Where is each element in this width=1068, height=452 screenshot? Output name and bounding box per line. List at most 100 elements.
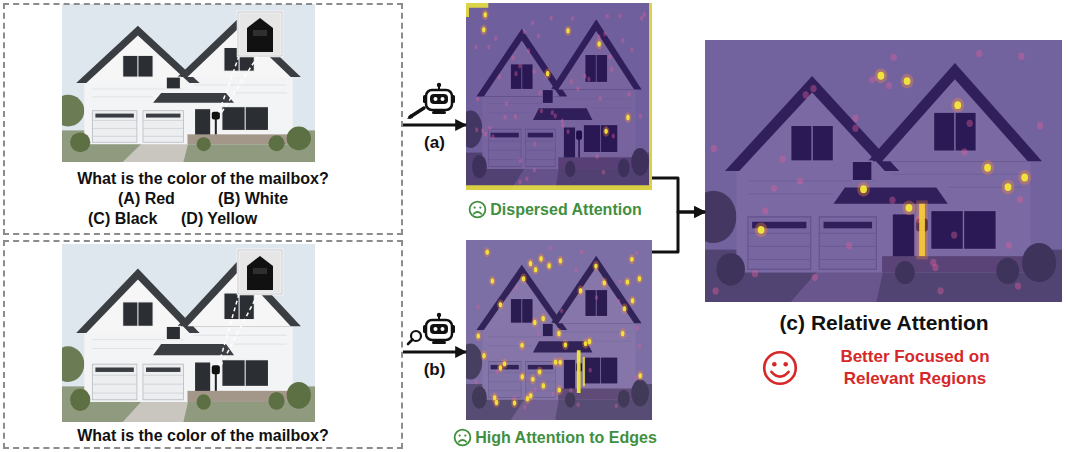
attention-dot xyxy=(533,142,536,147)
magnifier-icon-part xyxy=(408,340,413,345)
attention-dot xyxy=(630,257,634,262)
attention-dot xyxy=(499,365,503,370)
face-outline xyxy=(764,352,796,384)
attention-dot xyxy=(549,246,552,251)
attention-glow xyxy=(951,98,964,113)
attention-dot xyxy=(487,44,490,49)
attention-dot xyxy=(491,134,494,139)
attention-dot xyxy=(589,368,592,373)
mailbox-zoom-part xyxy=(218,294,239,367)
attention-dot xyxy=(852,115,858,122)
attention-heatmap xyxy=(459,240,652,420)
attention-dot xyxy=(604,129,608,135)
mailbox-zoom-part xyxy=(253,30,267,36)
attention-glow xyxy=(565,25,572,36)
attention-dot xyxy=(602,280,606,285)
attention-glow xyxy=(536,367,543,377)
attention-dot xyxy=(557,331,561,336)
face-mouth xyxy=(459,440,467,442)
option-text: (B) White xyxy=(218,189,288,208)
attention-dot xyxy=(514,71,517,76)
attention-glow xyxy=(596,39,603,50)
attention-glow xyxy=(540,313,547,323)
attention-dot xyxy=(615,403,618,408)
attention-dot xyxy=(608,54,611,59)
attention-dot xyxy=(523,404,526,409)
attention-dot xyxy=(515,286,518,291)
attention-dot xyxy=(474,380,477,385)
step-label: (b) xyxy=(422,360,448,380)
attention-map: (c) Relative AttentionBetter Focused on … xyxy=(705,40,1062,302)
attention-dot xyxy=(623,306,627,311)
attention-glow xyxy=(519,372,526,382)
attention-map: High Attention to Edges xyxy=(466,240,652,420)
attention-heatmap-part xyxy=(916,200,927,259)
face-eye xyxy=(464,435,466,437)
attention-dot xyxy=(627,91,630,96)
attention-dot xyxy=(626,279,630,284)
attention-dot xyxy=(529,393,533,398)
mailbox-zoom-part xyxy=(238,250,282,294)
attention-dot xyxy=(610,67,613,72)
attention-dot xyxy=(484,132,487,137)
attention-dot xyxy=(531,377,535,382)
flow-arrow xyxy=(652,178,705,212)
mailbox-zoom-part xyxy=(238,12,282,56)
attention-dot xyxy=(606,14,609,19)
attention-dot xyxy=(474,45,477,50)
attention-dot xyxy=(499,302,503,307)
attention-dot xyxy=(758,226,765,234)
attention-dot xyxy=(483,12,487,18)
attention-glow xyxy=(481,351,488,361)
attention-dot xyxy=(523,29,526,34)
attention-dot xyxy=(891,54,897,61)
attention-dot xyxy=(561,123,564,128)
question-panel: What is the color of the mailbox?(A) Red… xyxy=(3,3,403,235)
attention-dot xyxy=(526,396,530,401)
attention-dot xyxy=(595,295,598,300)
attention-dot xyxy=(617,299,620,304)
attention-glow xyxy=(480,24,487,35)
attention-dot xyxy=(495,370,498,375)
attention-glow xyxy=(601,278,608,288)
face-outline xyxy=(470,202,486,218)
mailbox-zoom-part xyxy=(238,250,282,294)
attention-glow xyxy=(621,304,628,314)
attention-heatmap xyxy=(691,40,1062,302)
attention-dot xyxy=(638,373,642,378)
attention-dot xyxy=(520,343,524,348)
caption-title: (c) Relative Attention xyxy=(779,310,988,335)
attention-glow xyxy=(519,340,526,350)
question-panel: What is the color of the mailbox? xyxy=(3,240,403,449)
option-text: (C) Black xyxy=(88,209,157,228)
attention-dot xyxy=(476,97,479,102)
attention-dot xyxy=(580,250,583,255)
attention-dot xyxy=(639,114,642,119)
attention-dot xyxy=(514,114,517,119)
attention-dot xyxy=(493,395,497,400)
caption-text: Better Focused on Relevant Regions xyxy=(805,346,1025,390)
attention-dot xyxy=(476,304,479,309)
mailbox-zoom-part xyxy=(247,256,273,290)
attention-dot xyxy=(797,177,803,184)
attention-dot xyxy=(520,374,524,379)
attention-dot xyxy=(877,72,884,80)
attention-heatmap-part xyxy=(466,240,652,420)
attention-dot xyxy=(803,91,809,98)
attention-glow xyxy=(497,300,504,310)
attention-dot xyxy=(503,361,507,366)
attention-dot xyxy=(603,31,606,36)
attention-dot xyxy=(557,387,561,392)
attention-dot xyxy=(976,50,982,57)
attention-glow xyxy=(544,68,551,79)
attention-dot xyxy=(810,85,816,92)
attention-glow xyxy=(903,200,916,215)
attention-dot xyxy=(554,113,557,118)
attention-heatmap-part xyxy=(459,3,652,190)
attention-heatmap-part xyxy=(474,246,643,409)
attention-dot xyxy=(560,308,563,313)
attention-glow xyxy=(619,328,626,338)
flow-arrow xyxy=(403,124,466,127)
attention-dot xyxy=(588,339,592,344)
attention-dot xyxy=(538,90,541,95)
